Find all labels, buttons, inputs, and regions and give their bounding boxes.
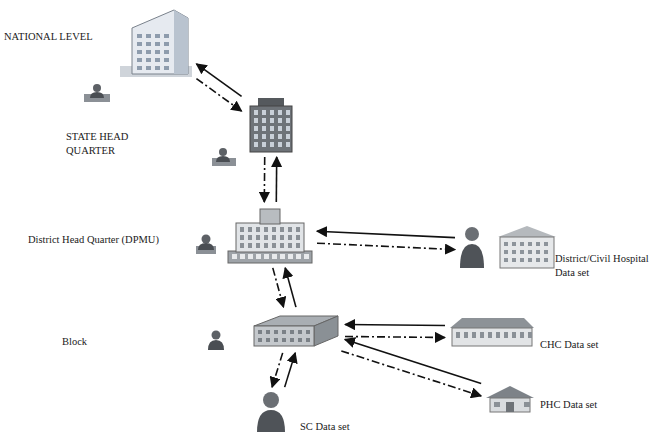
feedback-arrow	[345, 337, 445, 338]
building-icon	[250, 310, 342, 350]
feedback-arrow	[196, 79, 241, 112]
building-icon	[226, 205, 314, 265]
level-label: CHC Data set	[540, 338, 640, 352]
level-label: SC Data set	[300, 420, 400, 434]
building-icon	[244, 96, 298, 154]
building-icon	[448, 316, 536, 348]
building-icon	[118, 6, 194, 78]
level-node: SC Data set	[254, 390, 288, 432]
report-arrow	[285, 353, 296, 387]
level-node: CHC Data set	[448, 316, 536, 348]
level-node: STATE HEAD QUARTER	[244, 96, 298, 154]
report-arrow	[317, 231, 455, 237]
feedback-arrow	[273, 268, 284, 307]
level-label: District Head Quarter (DPMU)	[28, 233, 193, 247]
staff-icon	[208, 331, 224, 351]
building-icon	[484, 384, 536, 414]
feedback-arrow	[341, 351, 481, 396]
feedback-arrow	[317, 243, 455, 249]
report-arrow	[276, 157, 278, 202]
feedback-arrow	[263, 157, 265, 202]
building-icon	[254, 390, 288, 432]
report-arrow	[345, 324, 445, 325]
level-node: PHC Data set	[484, 384, 536, 414]
level-label: NATIONAL LEVEL	[4, 30, 112, 44]
level-node: District Head Quarter (DPMU)	[226, 205, 314, 265]
report-arrow	[196, 64, 241, 97]
level-label: Block	[62, 335, 122, 349]
level-node: Block	[250, 310, 342, 350]
level-node: District/Civil Hospital Data set	[458, 222, 556, 270]
building-icon	[458, 222, 556, 270]
level-label: District/Civil Hospital Data set	[555, 252, 655, 279]
staff-icon	[212, 148, 236, 166]
level-node: NATIONAL LEVEL	[118, 6, 194, 78]
feedback-arrow	[272, 353, 283, 387]
staff-icon	[196, 235, 216, 255]
level-label: STATE HEAD QUARTER	[66, 130, 146, 157]
report-arrow	[285, 268, 296, 307]
staff-icon	[84, 84, 110, 102]
level-label: PHC Data set	[540, 398, 640, 412]
